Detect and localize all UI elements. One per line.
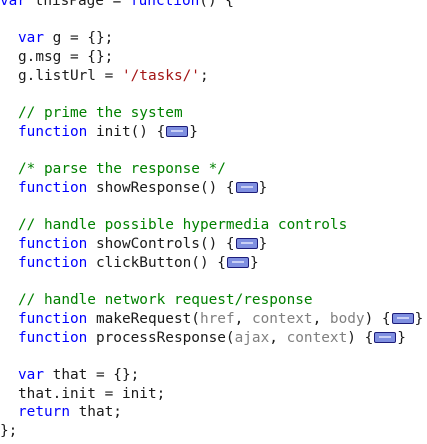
- keyword: function: [18, 180, 88, 196]
- comment-line: // handle possible hypermedia controls: [18, 217, 348, 234]
- code-line: return that;: [0, 403, 122, 422]
- code-text: makeRequest(: [87, 310, 200, 327]
- comment-line: /* parse the response */: [18, 161, 226, 178]
- code-line: var g = {};: [0, 29, 113, 48]
- collapsed-block-icon[interactable]: [235, 238, 258, 250]
- keyword: var: [18, 367, 44, 383]
- keyword: var: [18, 30, 44, 47]
- code-text: ,: [234, 310, 252, 327]
- code-line: var that = {};: [0, 366, 139, 385]
- code-text: () {: [199, 0, 234, 9]
- code-line: function showControls() {}: [0, 235, 267, 254]
- code-text: g.msg = {};: [18, 49, 114, 66]
- code-text: ) {: [364, 310, 391, 327]
- code-line: function clickButton() {}: [0, 254, 259, 273]
- code-text: init() {: [87, 123, 166, 140]
- code-line: };: [0, 422, 17, 441]
- code-line: function showResponse() {}: [0, 179, 267, 198]
- code-text: g = {};: [44, 30, 114, 47]
- code-text: clickButton() {: [87, 254, 226, 271]
- code-text: }: [249, 254, 259, 271]
- code-text: that;: [69, 404, 122, 421]
- code-text: that = {};: [44, 367, 140, 383]
- code-text: ) {: [347, 329, 374, 346]
- code-text: }: [258, 180, 268, 196]
- code-line: g.listUrl = '/tasks/';: [0, 67, 209, 86]
- keyword: function: [129, 0, 200, 9]
- code-text: g.listUrl =: [18, 67, 122, 84]
- code-line: function processResponse(ajax, context) …: [0, 329, 406, 348]
- code-text: ,: [269, 329, 287, 346]
- comment-line: // handle network request/response: [18, 292, 313, 309]
- keyword: function: [18, 123, 88, 140]
- keyword: var: [0, 0, 26, 9]
- code-line: function init() {}: [0, 123, 198, 142]
- keyword: function: [18, 310, 88, 327]
- parameter: context: [286, 329, 348, 346]
- code-text: that.init = init;: [18, 385, 166, 402]
- string-literal: '/tasks/': [121, 67, 200, 84]
- code-text: ,: [312, 310, 330, 327]
- keyword: function: [18, 329, 88, 346]
- keyword: function: [18, 254, 88, 271]
- code-text: processResponse(: [87, 329, 235, 346]
- code-line: that.init = init;: [0, 385, 165, 404]
- code-text: };: [0, 423, 18, 440]
- parameter: context: [251, 310, 313, 327]
- code-text: }: [414, 310, 424, 327]
- collapsed-block-icon[interactable]: [391, 312, 414, 324]
- code-text: showResponse() {: [87, 180, 235, 196]
- collapsed-block-icon[interactable]: [374, 331, 397, 343]
- parameter: href: [199, 310, 235, 327]
- code-text: ;: [199, 67, 209, 84]
- code-text: }: [258, 236, 268, 253]
- collapsed-block-icon[interactable]: [235, 182, 258, 193]
- comment-line: // prime the system: [18, 105, 183, 122]
- parameter: ajax: [234, 329, 270, 346]
- code-text: }: [397, 329, 406, 346]
- collapsed-block-icon[interactable]: [226, 256, 249, 268]
- code-line: var thisPage = function() {: [0, 0, 234, 11]
- code-line: function makeRequest(href, context, body…: [0, 310, 423, 329]
- code-text: thisPage =: [26, 0, 130, 9]
- collapsed-block-icon[interactable]: [166, 125, 189, 137]
- keyword: return: [18, 404, 70, 421]
- parameter: body: [329, 310, 365, 327]
- keyword: function: [18, 236, 88, 253]
- code-line: g.msg = {};: [0, 48, 113, 67]
- code-text: }: [189, 123, 198, 140]
- code-text: showControls() {: [87, 236, 235, 253]
